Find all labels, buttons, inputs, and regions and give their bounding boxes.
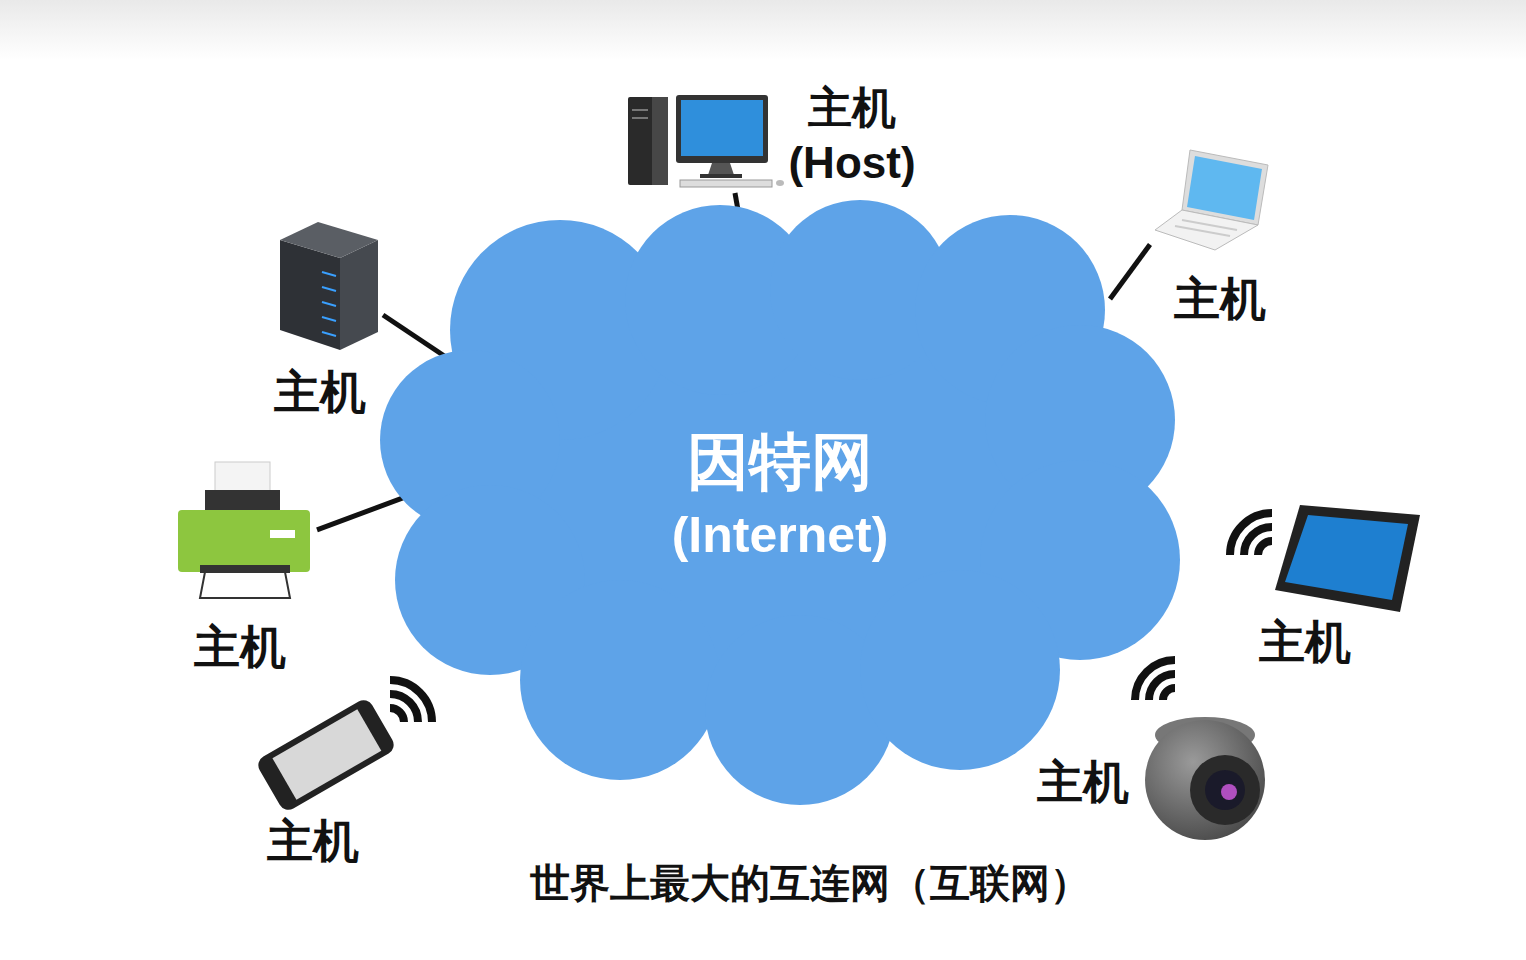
host-label: 主机 — [274, 364, 366, 422]
camera-icon — [1145, 717, 1265, 840]
cloud-subtitle: (Internet) — [672, 503, 889, 568]
host-node: 主机 (Host) — [620, 78, 925, 193]
host-label: 主机 — [267, 813, 359, 871]
network-link — [1110, 245, 1150, 300]
cloud-shape — [370, 195, 1185, 810]
host-node: 主机 — [265, 218, 383, 428]
host-label: 主机 — [1174, 271, 1266, 329]
wifi-symbol — [1135, 660, 1175, 700]
desktop-icon — [628, 95, 784, 187]
top-band — [0, 0, 1526, 60]
host-node: 主机 — [1150, 140, 1275, 330]
host-label: 主机 — [194, 619, 286, 677]
network-link — [383, 315, 450, 360]
wifi-symbol — [1230, 513, 1272, 555]
host-node: 主机 — [1030, 650, 1272, 845]
host-label: 主机 — [1259, 614, 1351, 672]
laptop-icon — [1155, 150, 1268, 250]
phone-icon — [255, 697, 398, 814]
printer-icon — [178, 462, 310, 598]
cloud-title: 因特网 — [687, 422, 873, 503]
host-label: 主机 — [1037, 754, 1129, 812]
host-label: 主机 (Host) — [782, 80, 922, 190]
wifi-symbol — [390, 680, 432, 722]
caption: 世界上最大的互连网（互联网） — [530, 858, 1090, 908]
internet-cloud: 因特网(Internet) — [450, 250, 1110, 740]
tablet-icon — [1275, 505, 1420, 612]
server-icon — [280, 222, 378, 350]
host-node: 主机 — [1225, 490, 1423, 675]
host-node: 主机 — [250, 665, 440, 877]
host-node: 主机 — [172, 455, 317, 680]
cloud-text-group: 因特网(Internet) — [450, 250, 1110, 740]
